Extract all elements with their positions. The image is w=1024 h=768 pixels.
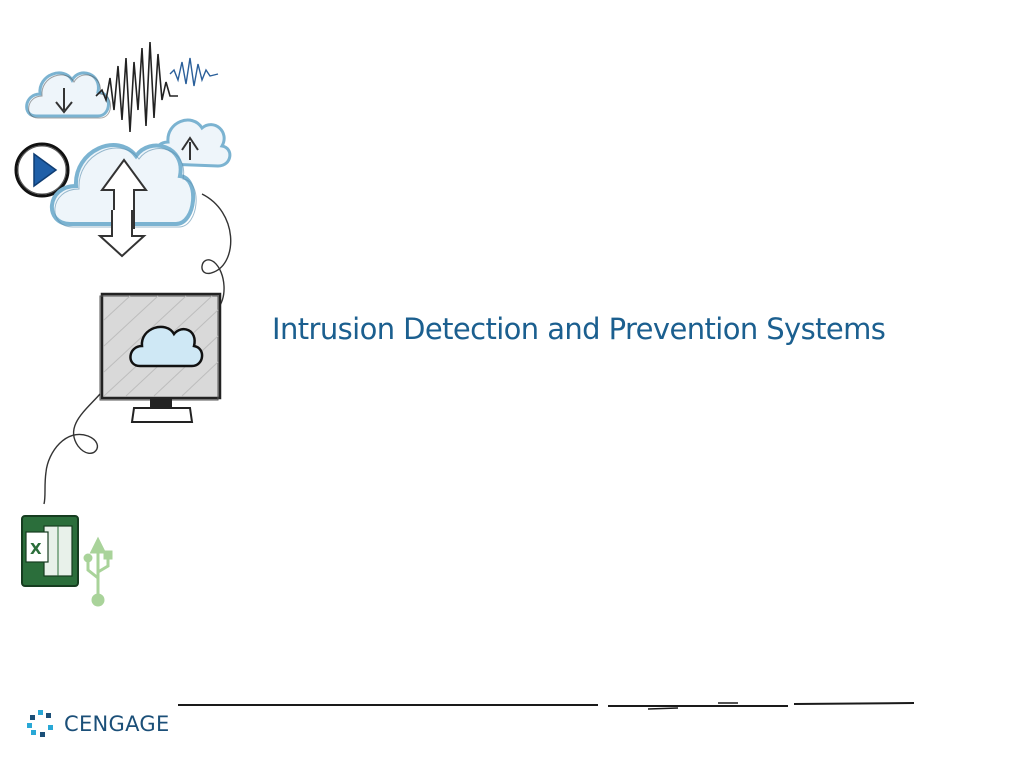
cloud-upload-icon: [50, 143, 197, 258]
cengage-logo: CENGAGE: [26, 708, 170, 740]
cloud-download-icon: [25, 71, 111, 119]
play-circle-icon: [14, 142, 70, 198]
monitor-cloud-icon: [99, 292, 222, 423]
sketch-illustration: X: [14, 41, 232, 607]
logo-text: CENGAGE: [64, 712, 170, 736]
spreadsheet-icon: X: [21, 515, 79, 587]
footer-divider: [178, 702, 914, 710]
waveform-icon: [95, 41, 219, 133]
connector-curve: [201, 193, 232, 311]
svg-text:X: X: [30, 540, 42, 558]
usb-icon: [83, 536, 113, 607]
slide-title: Intrusion Detection and Prevention Syste…: [272, 312, 886, 346]
cengage-logo-mark: [27, 710, 53, 737]
connector-curve-lower: [43, 393, 101, 505]
